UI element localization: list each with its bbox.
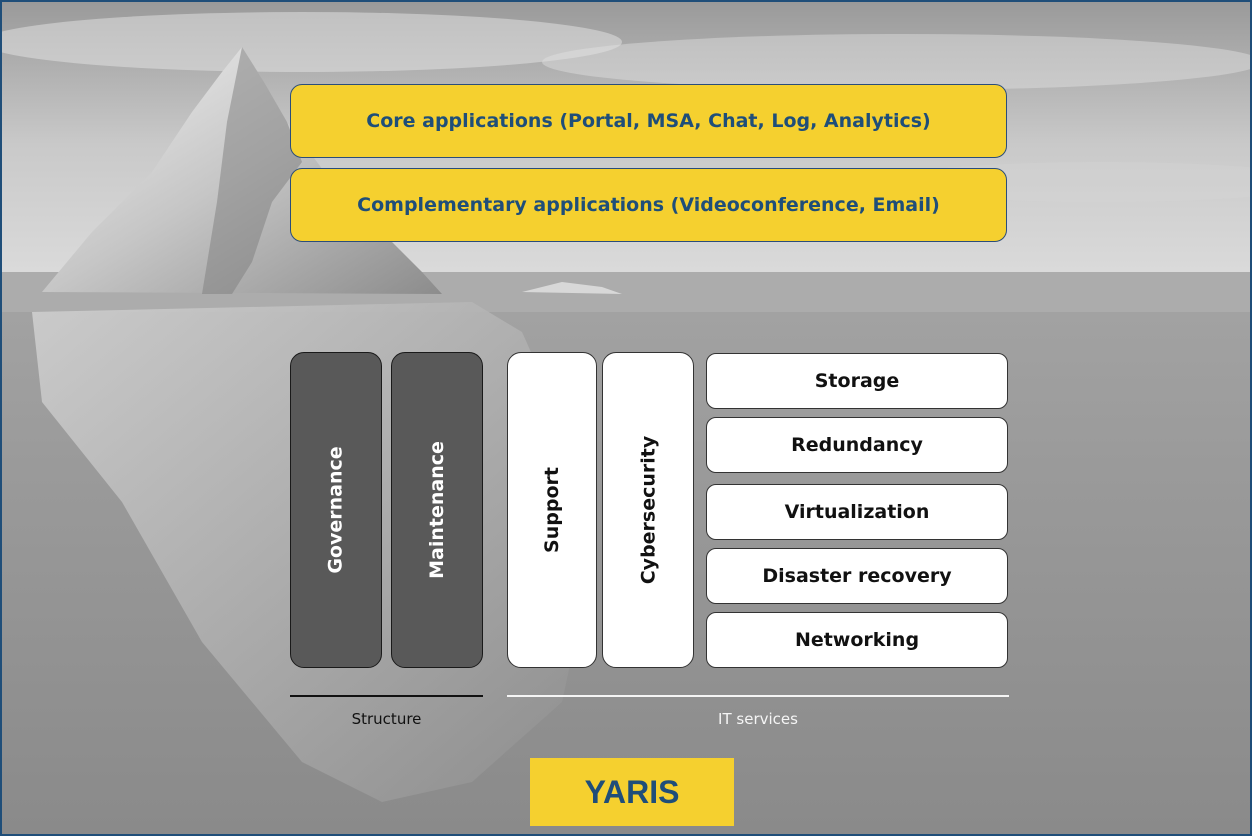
maintenance-label: Maintenance (426, 441, 449, 579)
networking-box: Networking (706, 612, 1008, 668)
networking-label: Networking (794, 629, 920, 651)
redundancy-label: Redundancy (791, 434, 923, 456)
disaster-recovery-label: Disaster recovery (762, 565, 952, 587)
cybersecurity-box: Cybersecurity (602, 352, 694, 668)
storage-label: Storage (814, 370, 900, 392)
complementary-applications-label: Complementary applications (Videoconfere… (357, 194, 940, 216)
support-label: Support (540, 467, 563, 553)
storage-box: Storage (706, 353, 1008, 409)
yaris-logo: YARIS (530, 758, 734, 826)
redundancy-box: Redundancy (706, 417, 1008, 473)
structure-divider (290, 695, 483, 697)
it-services-divider (507, 695, 1009, 697)
core-applications-label: Core applications (Portal, MSA, Chat, Lo… (366, 110, 931, 132)
virtualization-label: Virtualization (784, 501, 930, 523)
governance-box: Governance (290, 352, 382, 668)
governance-label: Governance (325, 446, 348, 574)
support-box: Support (507, 352, 597, 668)
maintenance-box: Maintenance (391, 352, 483, 668)
cybersecurity-label: Cybersecurity (637, 435, 659, 585)
structure-group-label: Structure (351, 710, 422, 728)
disaster-recovery-box: Disaster recovery (706, 548, 1008, 604)
it-services-group-label: IT services (718, 710, 798, 728)
core-applications-layer: Core applications (Portal, MSA, Chat, Lo… (290, 84, 1007, 158)
virtualization-box: Virtualization (706, 484, 1008, 540)
complementary-applications-layer: Complementary applications (Videoconfere… (290, 168, 1007, 242)
